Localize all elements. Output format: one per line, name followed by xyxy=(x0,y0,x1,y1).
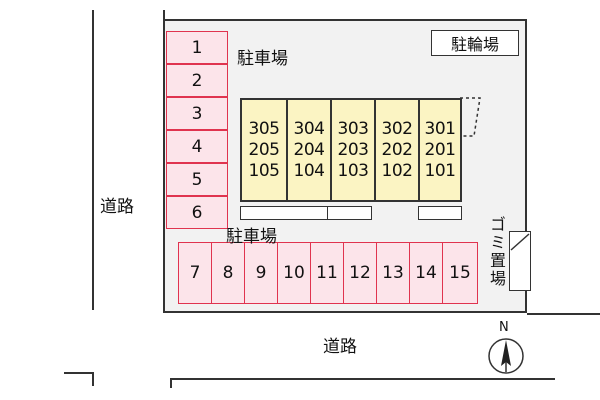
unit-103[interactable]: 103 xyxy=(337,160,369,181)
unit-305[interactable]: 305 xyxy=(248,118,280,139)
unit-column-1: 301 201 101 xyxy=(420,100,460,200)
parking-stall-9[interactable]: 9 xyxy=(244,242,278,304)
unit-304[interactable]: 304 xyxy=(293,118,325,139)
unit-divider xyxy=(330,100,332,200)
road-line-lower-left-v xyxy=(92,372,94,386)
compass-icon xyxy=(488,338,524,374)
apartment-building: 305 205 105 304 204 104 303 203 103 302 … xyxy=(240,98,462,202)
unit-201[interactable]: 201 xyxy=(424,139,456,160)
balcony-right xyxy=(418,206,462,220)
parking-stall-7[interactable]: 7 xyxy=(178,242,212,304)
unit-column-2: 302 202 102 xyxy=(376,100,418,200)
road-line-bottom-right xyxy=(527,313,600,315)
balcony-left xyxy=(240,206,328,220)
north-compass: N xyxy=(486,320,526,378)
staircase-outline xyxy=(460,97,481,137)
parking-label-bottom: 駐車場 xyxy=(226,227,277,247)
unit-204[interactable]: 204 xyxy=(293,139,325,160)
parking-stall-12[interactable]: 12 xyxy=(343,242,377,304)
balcony-middle xyxy=(328,206,372,220)
unit-202[interactable]: 202 xyxy=(381,139,413,160)
parking-stall-14[interactable]: 14 xyxy=(409,242,443,304)
unit-104[interactable]: 104 xyxy=(293,160,325,181)
parking-stall-5[interactable]: 5 xyxy=(166,163,228,196)
parking-stall-15[interactable]: 15 xyxy=(442,242,478,304)
unit-divider xyxy=(286,100,288,200)
north-label: N xyxy=(499,320,509,335)
parking-stall-1[interactable]: 1 xyxy=(166,31,228,64)
parking-label-top: 駐車場 xyxy=(237,49,288,69)
road-label-left: 道路 xyxy=(100,197,134,217)
parking-stall-4[interactable]: 4 xyxy=(166,130,228,163)
unit-column-4: 304 204 104 xyxy=(288,100,330,200)
parking-stall-6[interactable]: 6 xyxy=(166,196,228,229)
unit-102[interactable]: 102 xyxy=(381,160,413,181)
garbage-area-box xyxy=(509,231,531,291)
parking-stall-2[interactable]: 2 xyxy=(166,64,228,97)
unit-303[interactable]: 303 xyxy=(337,118,369,139)
garbage-area-label: ゴミ置場 xyxy=(487,216,506,288)
garbage-diagonal xyxy=(510,233,530,251)
parking-stall-10[interactable]: 10 xyxy=(277,242,311,304)
unit-203[interactable]: 203 xyxy=(337,139,369,160)
unit-301[interactable]: 301 xyxy=(424,118,456,139)
unit-column-3: 303 203 103 xyxy=(332,100,374,200)
road-line-lower-h xyxy=(170,378,555,380)
road-label-bottom: 道路 xyxy=(323,337,357,357)
road-line-left-2 xyxy=(163,10,165,22)
unit-divider xyxy=(418,100,420,200)
unit-column-5: 305 205 105 xyxy=(242,100,286,200)
parking-stall-13[interactable]: 13 xyxy=(376,242,410,304)
parking-stall-8[interactable]: 8 xyxy=(211,242,245,304)
parking-stall-11[interactable]: 11 xyxy=(310,242,344,304)
unit-divider xyxy=(374,100,376,200)
parking-stall-3[interactable]: 3 xyxy=(166,97,228,130)
unit-205[interactable]: 205 xyxy=(248,139,280,160)
unit-302[interactable]: 302 xyxy=(381,118,413,139)
unit-105[interactable]: 105 xyxy=(248,160,280,181)
unit-101[interactable]: 101 xyxy=(424,160,456,181)
bicycle-parking-label: 駐輪場 xyxy=(431,30,519,56)
road-line-lower-left-h xyxy=(64,372,94,374)
road-line-left-1 xyxy=(92,10,94,310)
road-line-lower-v xyxy=(170,378,172,388)
